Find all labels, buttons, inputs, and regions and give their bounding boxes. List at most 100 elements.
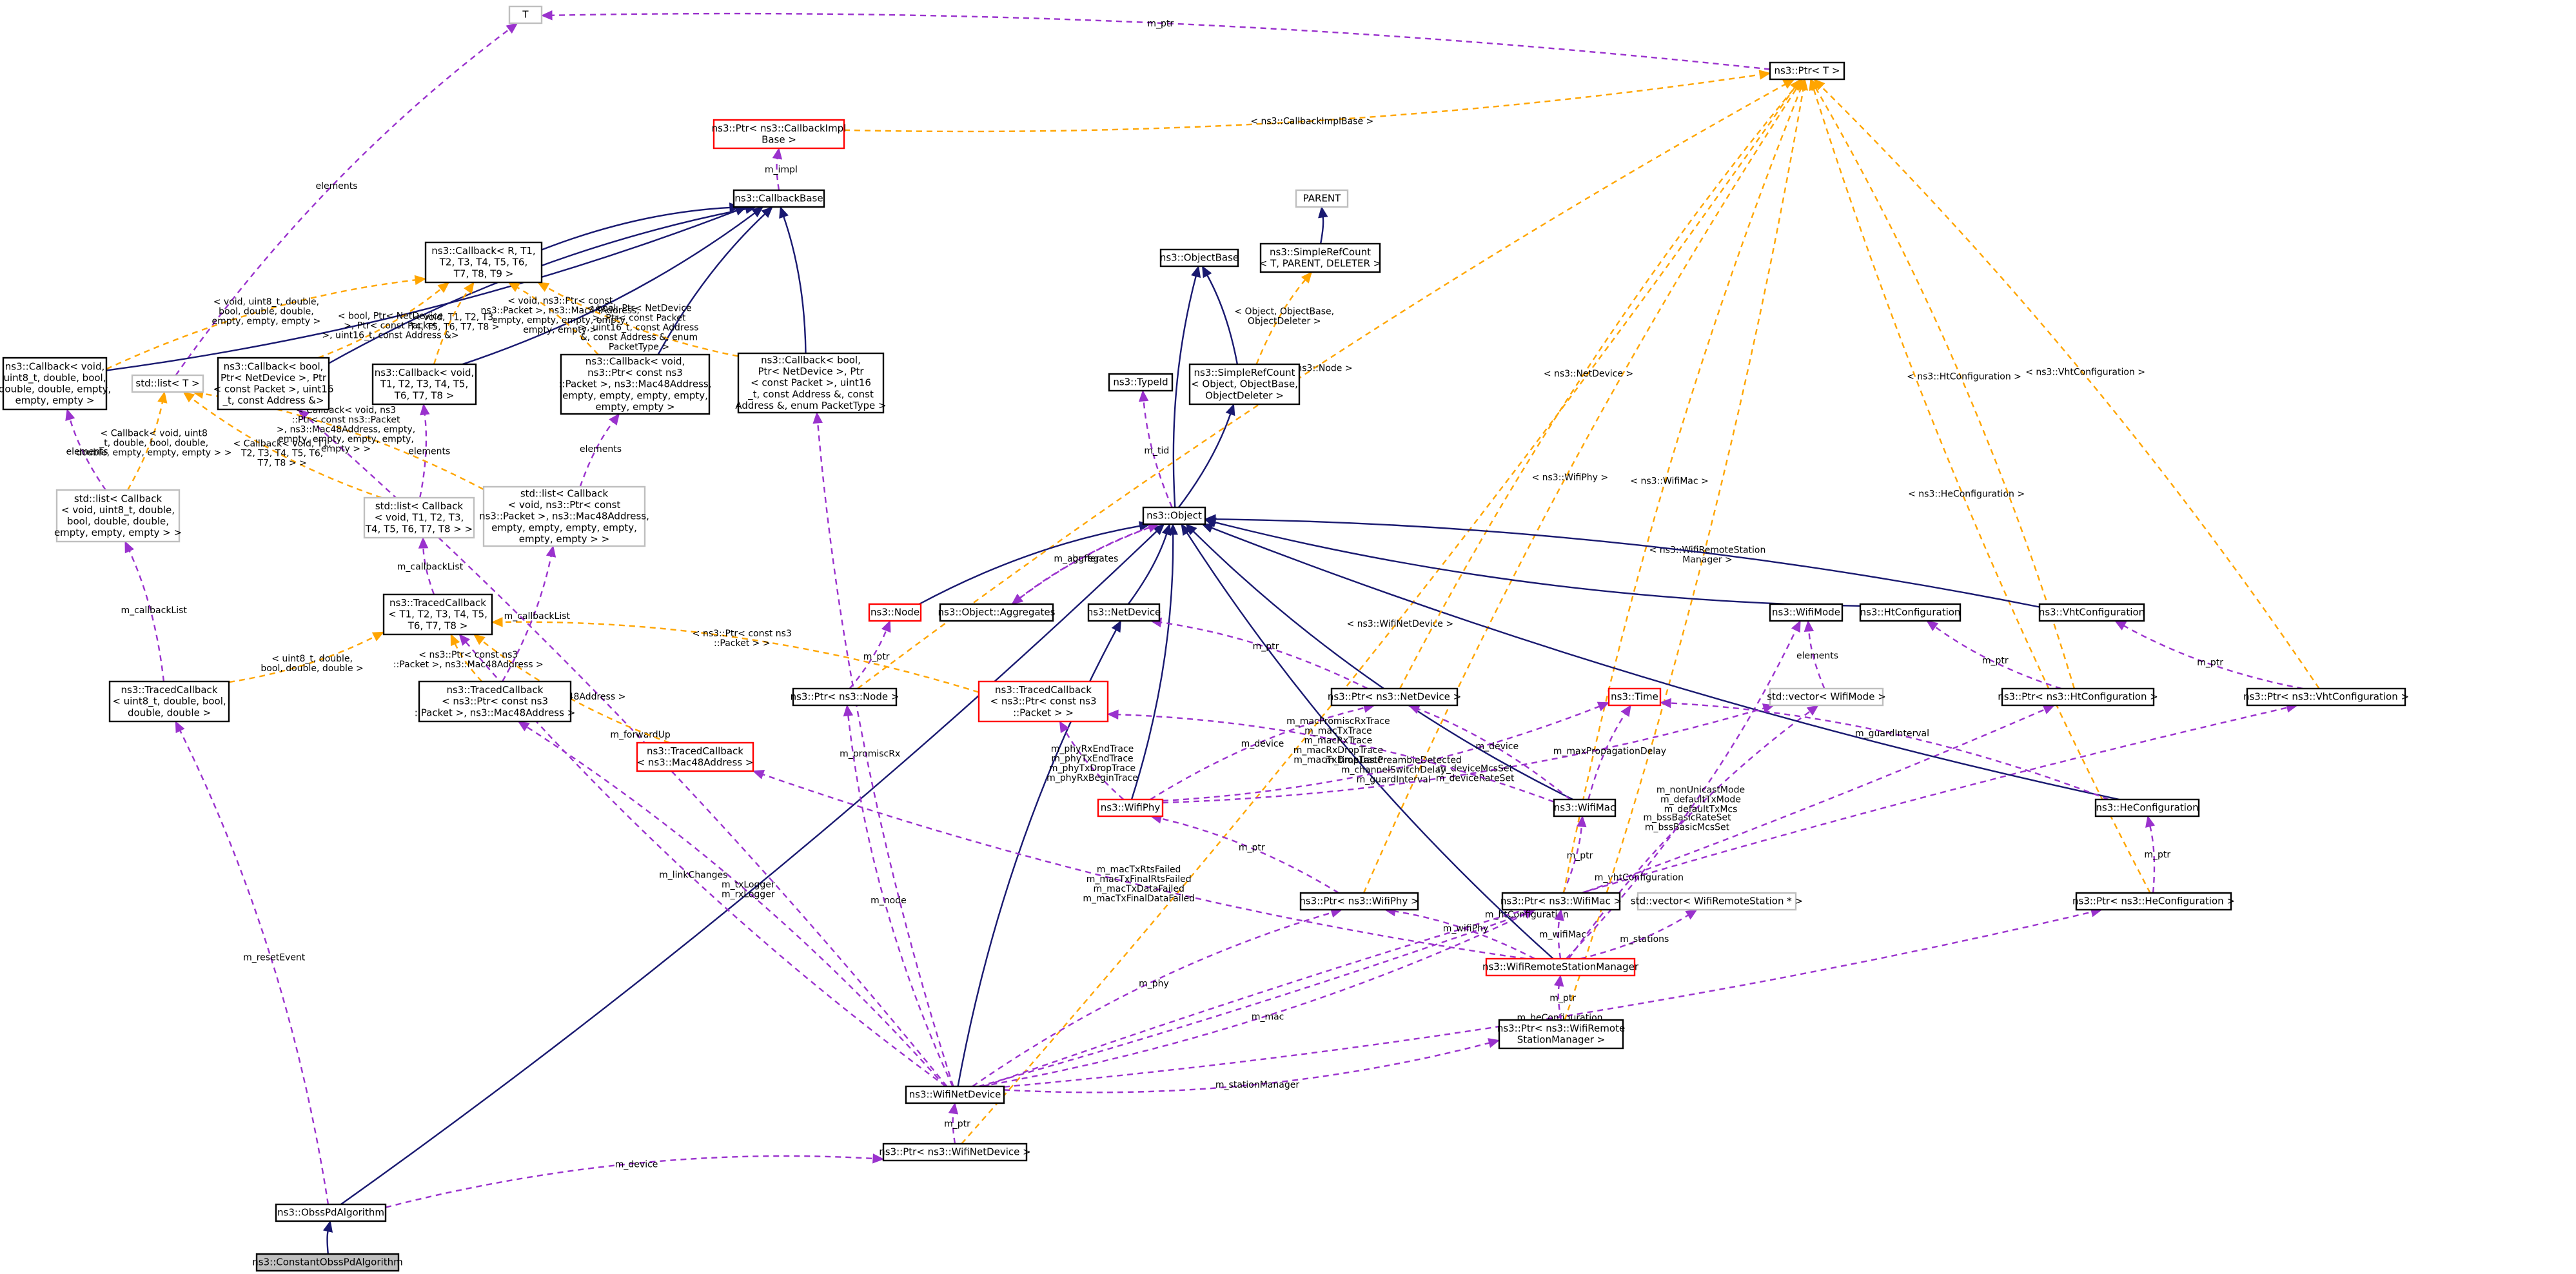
class-node-ht-config[interactable]: ns3::HtConfiguration	[1859, 603, 1961, 622]
class-node-traced-cb-tpl[interactable]: ns3::TracedCallback< T1, T2, T3, T4, T5,…	[382, 593, 493, 636]
class-node-box	[255, 1253, 400, 1272]
class-node-obss-pd[interactable]: ns3::ObssPdAlgorithm	[275, 1203, 387, 1222]
class-node-ptr-wifi-mac[interactable]: ns3::Ptr< ns3::WifiMac >	[1500, 892, 1622, 911]
edge-label: < ns3::HtConfiguration >	[1907, 372, 2021, 382]
class-node-box	[1859, 603, 1961, 622]
edge-arrowhead	[2042, 705, 2055, 714]
edge-arrowhead	[1620, 704, 1631, 718]
class-node-net-device[interactable]: ns3::NetDevice	[1087, 603, 1161, 622]
class-node-object-base[interactable]: ns3::ObjectBase	[1159, 248, 1239, 268]
edge-line	[1815, 88, 2076, 689]
class-node-box	[1142, 506, 1206, 525]
class-node-label: < void, T1, T2, T3,	[375, 512, 464, 524]
class-node-box	[363, 496, 475, 539]
class-node-time[interactable]: ns3::Time	[1608, 687, 1662, 707]
class-node-label: _t, const Address &, const	[747, 388, 874, 400]
edge-line	[1064, 730, 1125, 800]
class-node-label: T	[522, 9, 529, 21]
edge-label-line: < bool, Ptr< NetDevice	[338, 311, 443, 322]
edge-label-line: >, ns3::Mac48Address, empty,	[277, 425, 415, 435]
class-node-he-config[interactable]: ns3::HeConfiguration	[2094, 798, 2200, 818]
edge-aggregates-to-object: buffer	[1011, 523, 1159, 605]
class-node-ptr-net-device[interactable]: ns3::Ptr< ns3::NetDevice >	[1328, 687, 1461, 707]
class-node-ptr-node[interactable]: ns3::Ptr< ns3::Node >	[791, 687, 900, 707]
class-node-std-list-cb-u8[interactable]: std::list< Callback< void, uint8_t, doub…	[54, 489, 182, 543]
class-node-aggregates[interactable]: ns3::Object::Aggregates	[938, 603, 1056, 622]
class-node-traced-cb-pkt[interactable]: ns3::TracedCallback< ns3::Ptr< const ns3…	[978, 680, 1109, 723]
class-node-simple-ref-count-tpl[interactable]: ns3::SimpleRefCount< T, PARENT, DELETER …	[1259, 242, 1381, 273]
edge-ptr-wifi-mac-to-wifi-net-device: m_mac	[981, 909, 1536, 1088]
edge-arrowhead	[371, 631, 385, 642]
edge-label-line: m_phy	[1139, 979, 1169, 989]
class-node-ptr-cb-impl[interactable]: ns3::Ptr< ns3::CallbackImplBase >	[712, 119, 847, 150]
class-node-ptr-t[interactable]: ns3::Ptr< T >	[1769, 61, 1845, 81]
edge-label-line: m_htConfiguration	[1485, 910, 1569, 920]
class-node-ptr-he-config[interactable]: ns3::Ptr< ns3::HeConfiguration >	[2072, 892, 2235, 911]
class-node-t[interactable]: T	[508, 5, 543, 24]
edge-label-line: < Object, ObjectBase,	[1234, 307, 1334, 317]
class-node-std-list-t[interactable]: std::list< T >	[131, 374, 204, 393]
edge-label-line: m_macTxRtsFailed	[1097, 865, 1181, 875]
edge-cb-tpl-to-cb-void-t: < void, T1, T2, T3,T4, T5, T6, T7, T8 >	[409, 281, 499, 365]
edge-label-line: >, Ptr< const Packet	[344, 321, 437, 331]
edge-cb-tpl-to-cb-void-u8: < void, uint8_t, double,bool, double, do…	[106, 275, 427, 370]
edge-label-line: < ns3::WifiMac >	[1630, 476, 1708, 487]
edge-label-line: >, Ptr< const Packet	[593, 313, 686, 324]
edge-label: m_ptr	[1253, 642, 1279, 652]
edge-ptr-t-to-ptr-vht-config: < ns3::VhtConfiguration >	[1813, 79, 2320, 689]
class-node-vht-config[interactable]: ns3::VhtConfiguration	[2038, 603, 2145, 622]
class-node-box	[636, 741, 754, 772]
class-node-ptr-vht-config[interactable]: ns3::Ptr< ns3::VhtConfiguration >	[2243, 687, 2409, 707]
class-node-cb-void-u8[interactable]: ns3::Callback< void,uint8_t, double, boo…	[0, 357, 111, 411]
class-node-label: empty, empty, empty > >	[54, 527, 182, 538]
class-node-std-list-cb-t[interactable]: std::list< Callback< void, T1, T2, T3,T4…	[363, 496, 475, 539]
class-node-vec-wifi-mode[interactable]: std::vector< WifiMode >	[1767, 687, 1886, 707]
class-node-label: _t, const Address &>	[222, 395, 324, 407]
edge-label: m_guardInterval	[1855, 729, 1929, 739]
class-node-node[interactable]: ns3::Node	[868, 603, 922, 622]
class-node-simple-ref-count-obj[interactable]: ns3::SimpleRefCount< Object, ObjectBase,…	[1188, 363, 1301, 406]
class-node-traced-cb-mac[interactable]: ns3::TracedCallback< ns3::Mac48Address >	[636, 741, 754, 772]
class-node-traced-cb-u8[interactable]: ns3::TracedCallback< uint8_t, double, bo…	[108, 680, 230, 723]
edge-arrowhead	[2145, 815, 2156, 828]
class-node-cb-tpl[interactable]: ns3::Callback< R, T1,T2, T3, T4, T5, T6,…	[424, 241, 543, 284]
class-node-wifi-mode[interactable]: ns3::WifiMode	[1769, 603, 1844, 622]
class-node-vec-remote-station[interactable]: std::vector< WifiRemoteStation * >	[1631, 892, 1803, 911]
class-node-ptr-wifi-net-device[interactable]: ns3::Ptr< ns3::WifiNetDevice >	[879, 1142, 1031, 1162]
edge-wifi-mode-to-vec-wifi-mode: elements	[1796, 620, 1838, 689]
edge-line	[502, 621, 979, 693]
class-node-wifi-phy[interactable]: ns3::WifiPhy	[1097, 798, 1164, 818]
class-node-cb-void-pkt[interactable]: ns3::Callback< void,ns3::Ptr< const ns3:…	[559, 353, 712, 415]
edge-label-line: m_phyTxDropTrace	[1049, 763, 1136, 774]
class-node-cb-bool-rx[interactable]: ns3::Callback< bool,Ptr< NetDevice >, Pt…	[213, 357, 334, 411]
class-node-ptr-remote-mgr[interactable]: ns3::Ptr< ns3::WifiRemoteStationManager …	[1497, 1019, 1625, 1050]
class-node-parent[interactable]: PARENT	[1295, 189, 1349, 208]
class-node-cb-void-t[interactable]: ns3::Callback< void,T1, T2, T3, T4, T5,T…	[371, 363, 477, 406]
edge-label: m_maxPropagationDelay	[1553, 746, 1666, 756]
class-node-box	[2094, 798, 2200, 818]
edge-ptr-t-to-ptr-remote-mgr: < ns3::WifiRemoteStationManager >	[1564, 78, 1809, 1021]
edge-label: m_mac	[1252, 1012, 1284, 1023]
edge-label: elements	[66, 447, 108, 457]
edge-label-line: m_phyRxBeginTrace	[1047, 773, 1138, 783]
class-node-wifi-mac[interactable]: ns3::WifiMac	[1553, 798, 1617, 818]
class-node-traced-cb-pkt-mac[interactable]: ns3::TracedCallback< ns3::Ptr< const ns3…	[415, 680, 576, 723]
class-node-const-obss-pd[interactable]: ns3::ConstantObssPdAlgorithm	[252, 1253, 403, 1272]
edge-arrowhead	[1659, 698, 1671, 709]
edge-line	[126, 402, 164, 491]
class-node-type-id[interactable]: ns3::TypeId	[1108, 373, 1174, 392]
class-node-cb-base[interactable]: ns3::CallbackBase	[732, 189, 825, 208]
class-node-std-list-cb-pkt[interactable]: std::list< Callback< void, ns3::Ptr< con…	[479, 485, 649, 547]
edge-label-line: m_ptr	[2197, 658, 2223, 668]
edge-arrowhead	[418, 536, 429, 549]
class-node-cb-bool-prom[interactable]: ns3::Callback< bool,Ptr< NetDevice >, Pt…	[735, 352, 887, 414]
class-node-wifi-net-device[interactable]: ns3::WifiNetDevice	[905, 1085, 1005, 1104]
edge-arrowhead	[458, 634, 471, 646]
class-node-object[interactable]: ns3::Object	[1142, 506, 1206, 525]
class-node-remote-mgr[interactable]: ns3::WifiRemoteStationManager	[1482, 957, 1639, 977]
class-node-ptr-wifi-phy[interactable]: ns3::Ptr< ns3::WifiPhy >	[1299, 892, 1419, 911]
edge-label-line: m_ptr	[1567, 851, 1593, 861]
class-node-ptr-ht-config[interactable]: ns3::Ptr< ns3::HtConfiguration >	[1998, 687, 2158, 707]
edge-line	[551, 12, 1771, 70]
